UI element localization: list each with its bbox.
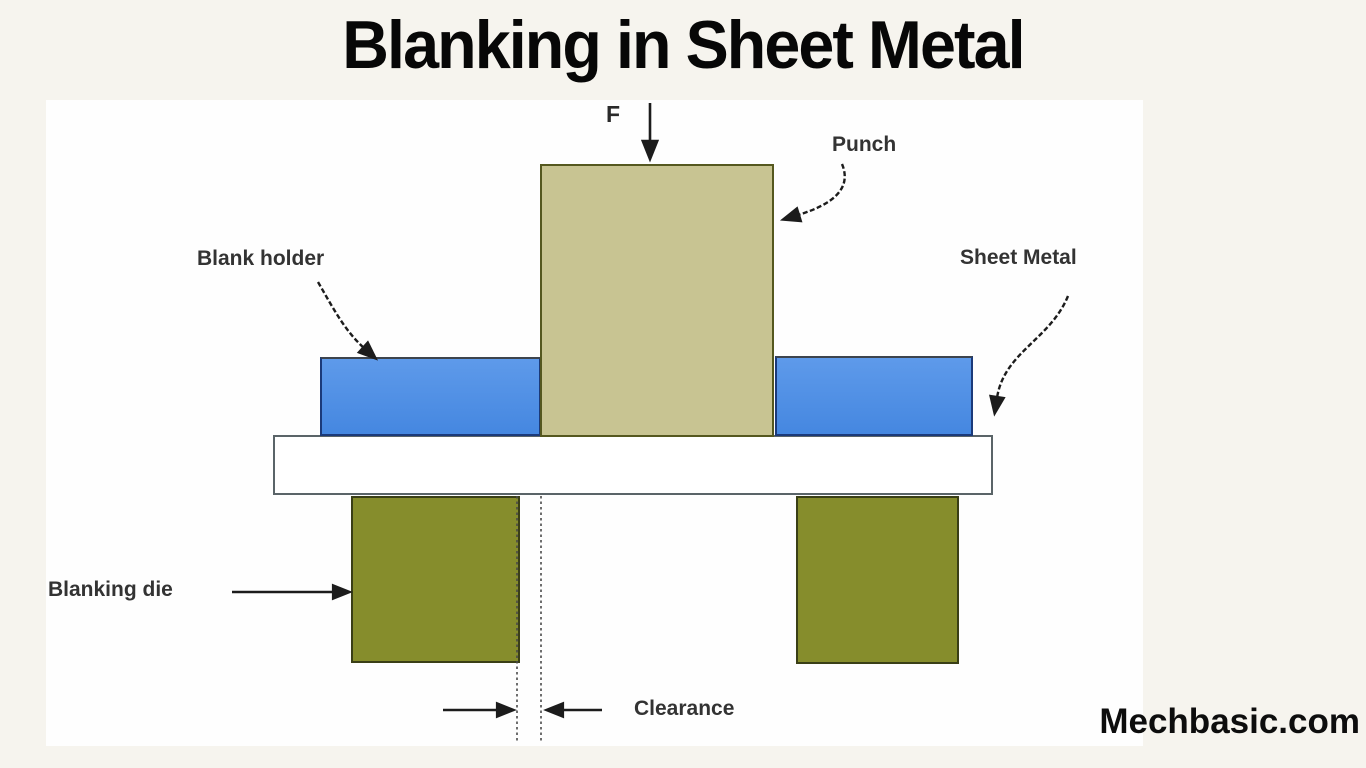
punch-block bbox=[540, 164, 774, 437]
sheet-metal-label: Sheet Metal bbox=[960, 246, 1077, 269]
sheet-metal-arrow bbox=[989, 295, 1070, 417]
blank-holder-label: Blank holder bbox=[197, 247, 325, 270]
blanking-die-label: Blanking die bbox=[48, 578, 173, 601]
blanking-die-right-block bbox=[796, 496, 959, 664]
page-title: Blanking in Sheet Metal bbox=[342, 7, 1025, 83]
blank-holder-right-block bbox=[775, 356, 973, 436]
sheet-metal-strip bbox=[273, 435, 993, 495]
punch-label: Punch bbox=[832, 133, 897, 156]
blanking-die-left-block bbox=[351, 496, 520, 663]
watermark-site-name: Mechbasic.com bbox=[1099, 702, 1360, 741]
blank-holder-left-block bbox=[320, 357, 541, 436]
punch-arrow bbox=[779, 163, 846, 223]
blanking-diagram: F Punch Blank holder Sheet Metal Blankin… bbox=[46, 100, 1143, 746]
blank-holder-arrow bbox=[316, 281, 379, 361]
clearance-label: Clearance bbox=[634, 697, 735, 720]
force-label: F bbox=[606, 101, 621, 127]
